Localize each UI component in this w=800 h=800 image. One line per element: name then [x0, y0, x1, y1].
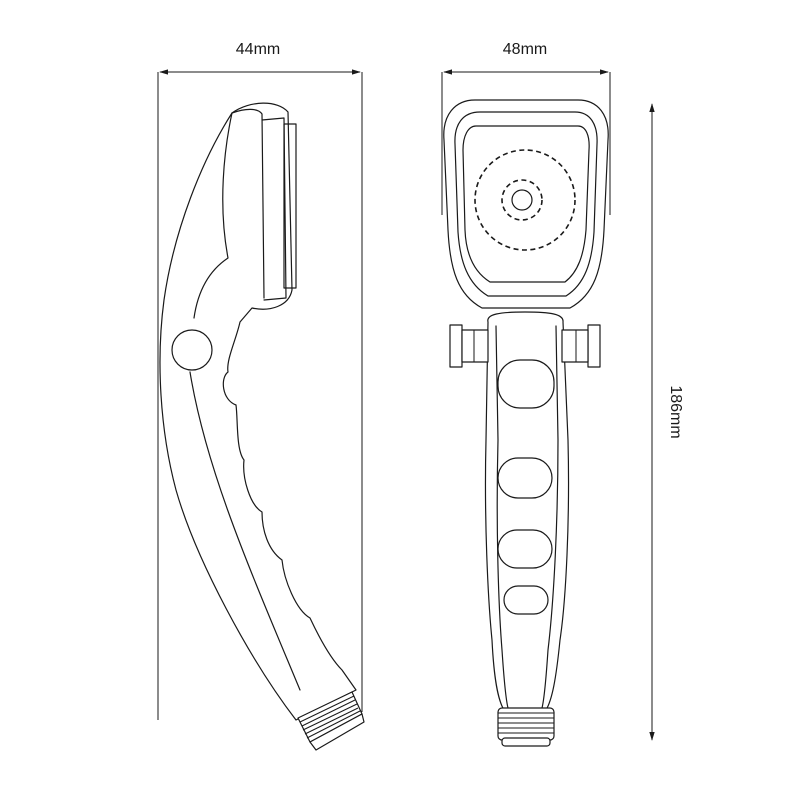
side-body-outline: [159, 102, 357, 721]
grip-pad-1: [497, 359, 555, 409]
grip-pad-3: [497, 529, 553, 569]
front-swivel-pin-right: [561, 324, 601, 368]
spray-ring-outer: [474, 149, 576, 251]
front-threaded-connector: [497, 707, 555, 747]
front-spray-face: [462, 125, 590, 283]
front-handle-outline: [484, 311, 570, 711]
side-width-label: 44mm: [236, 41, 280, 58]
front-handle-inner: [495, 325, 509, 709]
side-neck: [193, 112, 233, 319]
side-inner-curve: [189, 371, 301, 691]
spray-center-nozzle: [511, 189, 533, 211]
grip-pad-4: [503, 585, 549, 615]
side-swivel-knob: [171, 329, 213, 371]
spray-ring-inner: [501, 179, 543, 221]
grip-pad-2: [497, 457, 553, 499]
front-head-inner: [454, 111, 598, 297]
side-threaded-connector: [297, 691, 365, 751]
front-head-outline: [443, 99, 609, 309]
side-head-inner: [261, 117, 287, 301]
front-handle-inner-right: [541, 325, 559, 709]
dimension-front-width: 48mm: [441, 41, 611, 215]
front-view: [443, 99, 609, 747]
side-view: [159, 102, 365, 751]
front-swivel-pin-left: [449, 324, 489, 368]
height-label: 186mm: [667, 385, 684, 438]
front-width-label: 48mm: [503, 41, 547, 58]
dimension-side-width: 44mm: [157, 41, 363, 720]
side-head-contour: [231, 108, 265, 299]
side-face-plate: [283, 123, 297, 289]
dimension-height: 186mm: [649, 103, 684, 741]
